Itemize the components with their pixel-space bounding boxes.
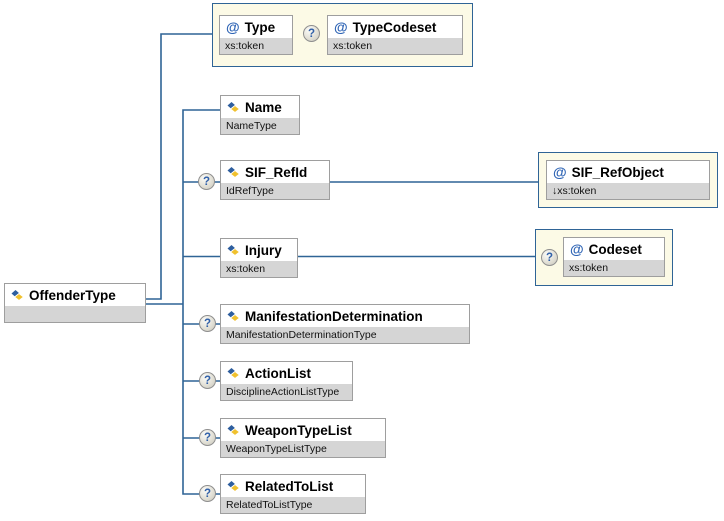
node-label: ActionList — [245, 365, 311, 381]
node-label: Injury — [245, 242, 282, 258]
node-sif-refid[interactable]: SIF_RefId IdRefType — [220, 160, 330, 200]
node-datatype: DisciplineActionListType — [221, 384, 352, 400]
node-label: RelatedToList — [245, 478, 334, 494]
optional-badge-codeset: ? — [541, 249, 558, 266]
node-attr-codeset[interactable]: @ Codeset xs:token — [563, 237, 665, 277]
node-datatype: xs:token — [564, 260, 664, 276]
node-datatype: xs:token — [220, 38, 292, 54]
node-injury[interactable]: Injury xs:token — [220, 238, 298, 278]
node-offendertype[interactable]: OffenderType — [4, 283, 146, 323]
node-datatype: IdRefType — [221, 183, 329, 199]
element-icon — [227, 480, 240, 492]
attribute-icon: @ — [553, 164, 567, 180]
node-label: TypeCodeset — [352, 19, 437, 35]
node-label: ManifestationDetermination — [245, 308, 423, 324]
element-icon — [227, 310, 240, 322]
node-datatype: ManifestationDeterminationType — [221, 327, 469, 343]
element-icon — [227, 244, 240, 256]
element-icon — [227, 166, 240, 178]
node-datatype: ↓xs:token — [547, 183, 709, 199]
node-actionlist[interactable]: ActionList DisciplineActionListType — [220, 361, 353, 401]
node-datatype-empty — [5, 306, 145, 322]
element-icon — [227, 424, 240, 436]
optional-badge-actionlist: ? — [199, 372, 216, 389]
optional-badge-typecodeset: ? — [303, 25, 320, 42]
node-label: Type — [244, 19, 276, 35]
attribute-icon: @ — [570, 241, 584, 257]
optional-badge-sif-refid: ? — [198, 173, 215, 190]
optional-badge-manifestation: ? — [199, 315, 216, 332]
optional-badge-weapontypelist: ? — [199, 429, 216, 446]
node-datatype: xs:token — [328, 38, 462, 54]
node-datatype: WeaponTypeListType — [221, 441, 385, 457]
element-icon — [227, 101, 240, 113]
attribute-icon: @ — [226, 19, 240, 35]
element-icon — [227, 367, 240, 379]
node-label: Codeset — [588, 241, 642, 257]
node-relatedtolist[interactable]: RelatedToList RelatedToListType — [220, 474, 366, 514]
node-label: SIF_RefObject — [571, 164, 664, 180]
node-datatype: xs:token — [221, 261, 297, 277]
attribute-icon: @ — [334, 19, 348, 35]
node-attr-type[interactable]: @ Type xs:token — [219, 15, 293, 55]
node-label: WeaponTypeList — [245, 422, 352, 438]
node-weapontypelist[interactable]: WeaponTypeList WeaponTypeListType — [220, 418, 386, 458]
optional-badge-relatedtolist: ? — [199, 485, 216, 502]
node-attr-sif-refobject[interactable]: @ SIF_RefObject ↓xs:token — [546, 160, 710, 200]
element-icon — [11, 289, 24, 301]
node-label: OffenderType — [29, 287, 116, 303]
node-datatype: NameType — [221, 118, 299, 134]
node-label: SIF_RefId — [245, 164, 308, 180]
node-datatype: RelatedToListType — [221, 497, 365, 513]
node-name[interactable]: Name NameType — [220, 95, 300, 135]
node-manifestation-determination[interactable]: ManifestationDetermination Manifestation… — [220, 304, 470, 344]
node-attr-typecodeset[interactable]: @ TypeCodeset xs:token — [327, 15, 463, 55]
node-label: Name — [245, 99, 282, 115]
